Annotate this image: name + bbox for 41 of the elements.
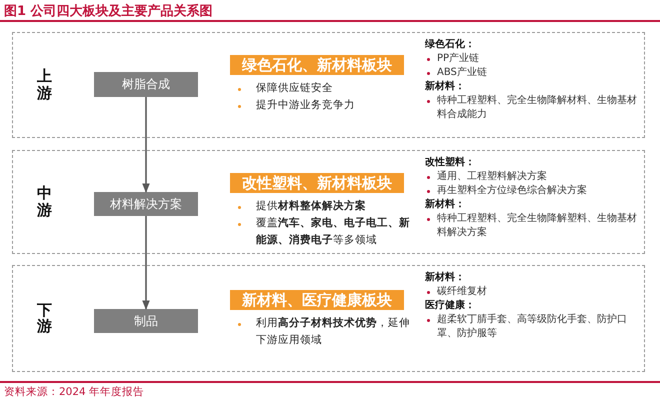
bullet-item: 提升中游业务竞争力 [230,97,410,114]
tier-label: 上游 [37,68,52,101]
bullet-item: 提供材料整体解决方案 [230,198,410,215]
arrow [142,97,150,193]
category-heading: 绿色石化： [425,38,475,52]
bullet-item: 特种工程塑料、完全生物降解材料、生物基材料合成能力 [425,94,637,122]
segment-banner [230,55,404,75]
category-heading: 新材料： [425,80,465,94]
bullet-item: 超柔软丁腈手套、高等级防化手套、防护口罩、防护服等 [425,313,637,341]
bullet-item: 保障供应链安全 [230,80,410,97]
bullet-item: 通用、工程塑料解决方案 [425,170,547,184]
arrow [142,216,150,310]
banner-text: 绿色石化、新材料板块 [242,56,392,74]
process-box [94,72,198,97]
figure-title: 图1 公司四大板块及主要产品关系图 [4,2,213,20]
category-heading: 新材料： [425,198,465,212]
bullet-item: 特种工程塑料、完全生物降解塑料、生物基材料解决方案 [425,212,637,240]
source-note: 资料来源：2024 年年度报告 [4,385,144,399]
category-heading: 医疗健康： [425,299,475,313]
banner-text: 新材料、医疗健康板块 [242,290,392,310]
bullet-item: 利用高分子材料技术优势，延伸下游应用领域 [230,315,410,349]
bullet-item: ABS产业链 [425,66,487,80]
segment-banner [230,290,404,310]
category-heading: 新材料： [425,271,465,285]
tier-label: 中游 [37,185,52,218]
bullet-item: PP产业链 [425,52,480,66]
bullet-item: 再生塑料全方位绿色综合解决方案 [425,184,587,198]
tier-panel [12,150,645,254]
tier-panel [12,265,645,372]
segment-banner [230,173,404,193]
category-heading: 改性塑料： [425,156,475,170]
process-box [94,192,198,216]
process-box [94,309,198,333]
box-label: 材料解决方案 [110,196,182,212]
box-label: 树脂合成 [122,76,170,93]
banner-text: 改性塑料、新材料板块 [242,174,392,192]
tier-label: 下游 [37,302,52,334]
box-label: 制品 [134,312,158,330]
bullet-item: 覆盖汽车、家电、电子电工、新能源、消费电子等多领域 [230,215,410,249]
tier-panel [12,32,645,138]
bullet-item: 碳纤维复材 [425,285,487,299]
